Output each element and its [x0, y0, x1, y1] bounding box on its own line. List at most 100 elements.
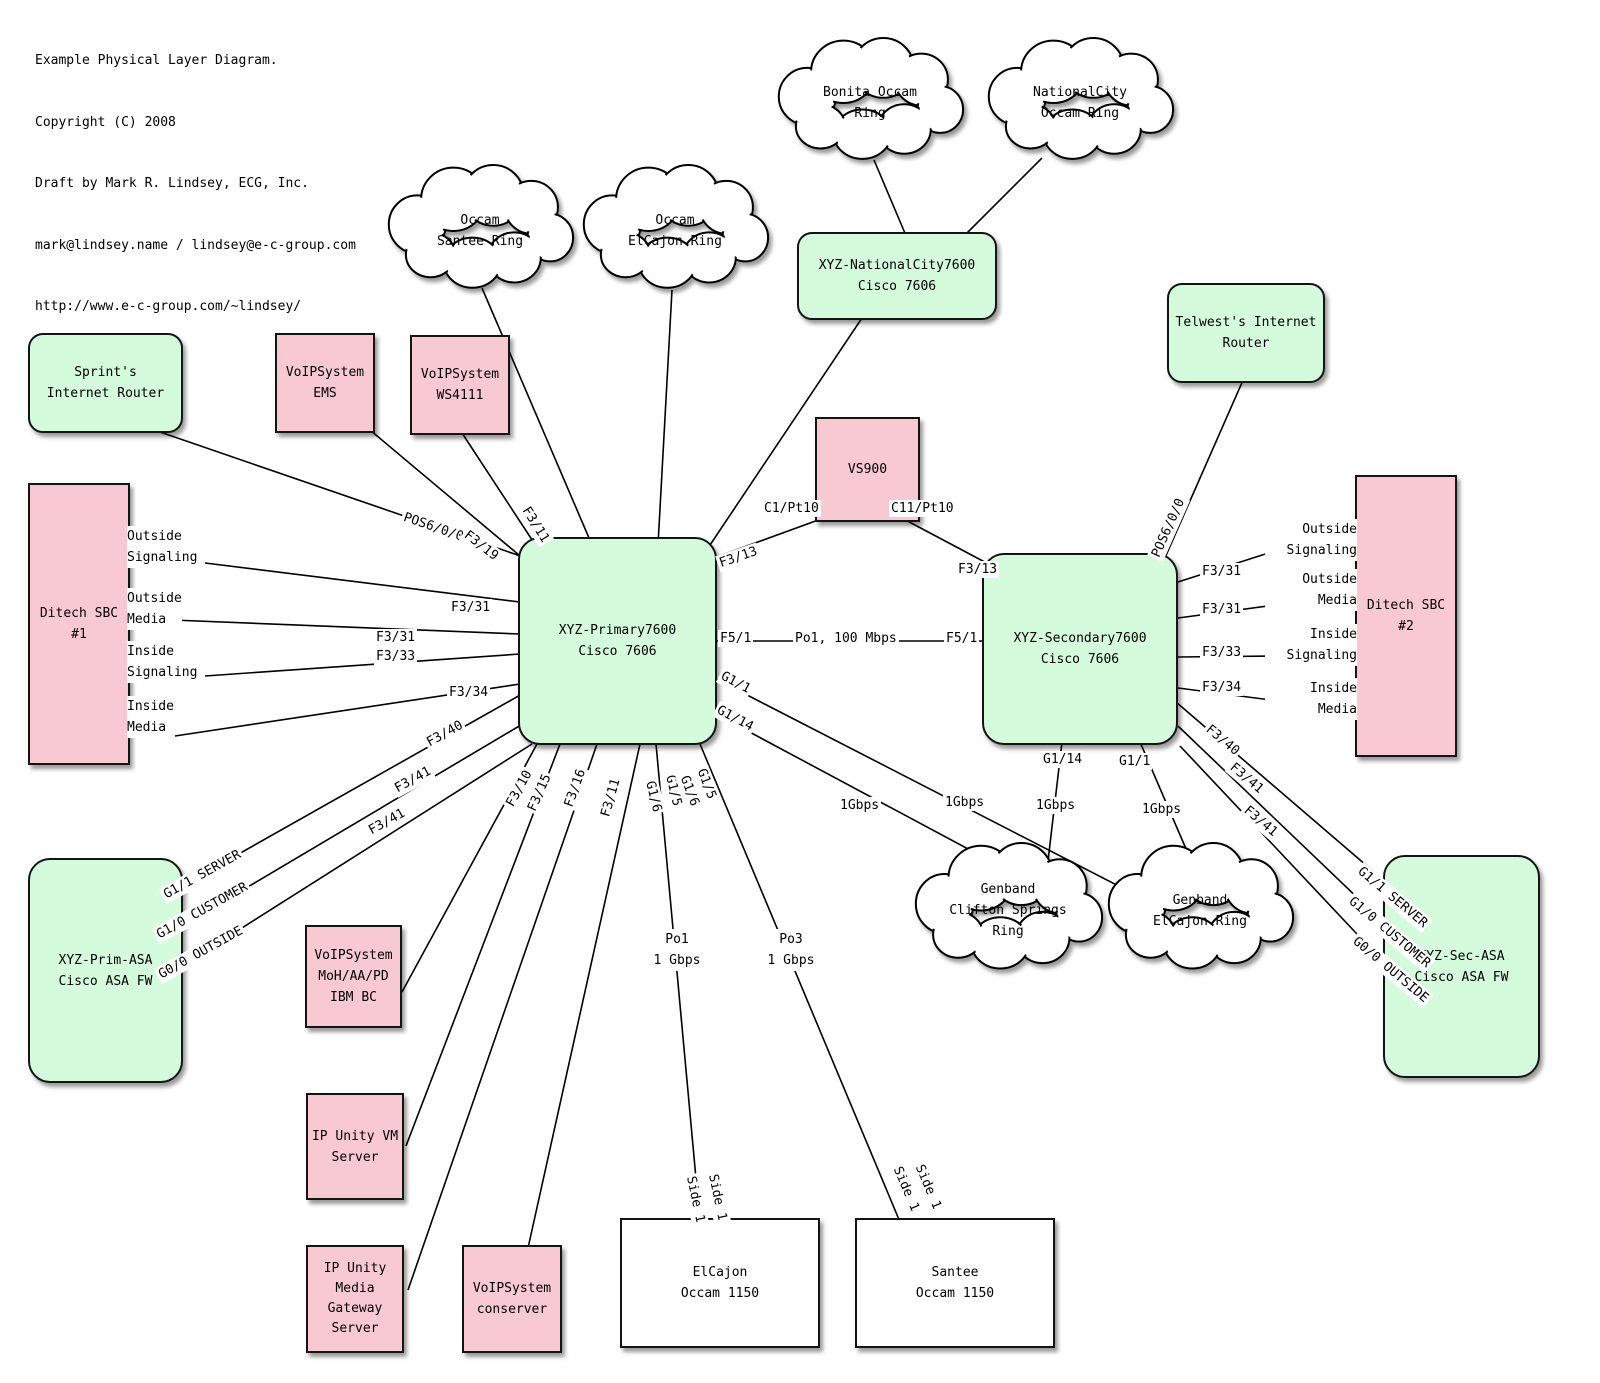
node-label: Cisco 7606 — [857, 279, 937, 294]
link-label-g1-14-secondary: G1/14 — [1041, 751, 1085, 768]
node-label: Telwest's Internet — [1175, 315, 1317, 330]
node-label: XYZ-Secondary7600 — [1013, 631, 1147, 646]
node-voipsystem-conserver: VoIPSystem conserver — [462, 1245, 562, 1353]
link-label-g1-1-secondary: G1/1 — [1117, 753, 1153, 770]
cloud-label: Occam — [655, 213, 695, 228]
node-label: Cisco ASA FW — [58, 973, 153, 989]
cloud-label: NationalCity — [1033, 85, 1127, 100]
diagram-title-block: Example Physical Layer Diagram. Copyrigh… — [35, 10, 356, 359]
node-label: XYZ-NationalCity7600 — [818, 258, 976, 273]
link-label-f3-31-sbc2: F3/31 — [1200, 563, 1244, 580]
cloud-bonita-occam-ring: Bonita Occam Ring — [775, 38, 965, 168]
link-label-f3-31-sbc1: F3/31 — [449, 599, 493, 616]
cloud-label: Ring — [992, 924, 1024, 939]
node-label: Gateway — [327, 1301, 383, 1316]
link-label-1gbps: 1Gbps — [1140, 801, 1184, 818]
node-elcajon-occam-1150: ElCajon Occam 1150 — [620, 1218, 820, 1348]
node-label: Internet Router — [46, 386, 165, 401]
cloud-nationalcity-occam-ring: NationalCity Occam Ring — [985, 38, 1175, 168]
node-xyz-sec-asa: XYZ-Sec-ASA Cisco ASA FW — [1383, 855, 1540, 1078]
node-voipsystem-moh-aa-pd: VoIPSystem MoH/AA/PD IBM BC — [305, 925, 402, 1028]
node-label: Santee — [931, 1265, 979, 1280]
title-line: Example Physical Layer Diagram. — [35, 53, 278, 68]
link-label-f3-34-sbc2: F3/34 — [1200, 679, 1244, 696]
node-label: Cisco ASA FW — [1414, 969, 1509, 985]
node-label: IP Unity — [323, 1261, 387, 1276]
node-ditech-sbc-2: Ditech SBC #2 — [1355, 475, 1457, 757]
cloud-label: ElCajon Ring — [628, 234, 722, 249]
node-label: Server — [331, 1149, 379, 1165]
link-label-c11-pt10: C11/Pt10 — [889, 500, 956, 517]
node-label: Sprint's — [74, 365, 137, 380]
node-label: #1 — [71, 627, 87, 642]
cloud-label: Occam Ring — [1040, 106, 1120, 121]
link-label-f5-1-primary: F5/1 — [718, 630, 754, 647]
node-label: Router — [1222, 336, 1270, 351]
cloud-label: Bonita Occam — [823, 85, 917, 100]
node-label: VoIPSystem — [472, 1281, 552, 1296]
node-santee-occam-1150: Santee Occam 1150 — [855, 1218, 1055, 1348]
node-label: VoIPSystem — [285, 365, 365, 380]
link-label-po1-100mbps: Po1, 100 Mbps — [793, 630, 899, 647]
node-label: Media — [335, 1281, 375, 1296]
title-line: Copyright (C) 2008 — [35, 114, 176, 130]
link-label-f5-1-secondary: F5/1 — [944, 630, 980, 647]
node-label: WS4111 — [436, 388, 484, 403]
node-label: EMS — [313, 386, 337, 401]
node-label: XYZ-Primary7600 — [558, 623, 677, 638]
node-label: XYZ-Sec-ASA — [1418, 948, 1505, 964]
node-label: VoIPSystem — [314, 948, 393, 963]
node-label: ElCajon — [692, 1265, 748, 1280]
node-label: IP Unity VM — [311, 1128, 399, 1144]
link-label-c1-pt10: C1/Pt10 — [762, 500, 821, 517]
link-label-1gbps: 1Gbps — [943, 794, 987, 811]
node-label: Cisco 7606 — [1040, 652, 1120, 667]
link-label-1gbps: 1Gbps — [1034, 797, 1078, 814]
node-label: Server — [331, 1321, 379, 1336]
link-label-f3-31-sbc1: F3/31 — [374, 629, 418, 646]
cloud-label: ElCajon Ring — [1153, 913, 1247, 929]
link-label-1gbps: 1Gbps — [838, 797, 882, 814]
cloud-genband-elcajon-ring: Genband ElCajon Ring — [1105, 843, 1295, 978]
node-label: Occam 1150 — [915, 1286, 995, 1301]
node-label: Ditech SBC — [39, 606, 119, 621]
title-line: Draft by Mark R. Lindsey, ECG, Inc. — [35, 176, 309, 191]
cloud-label: Santee Ring — [436, 234, 524, 249]
node-telwest-internet-router: Telwest's Internet Router — [1167, 283, 1325, 383]
cloud-occam-elcajon-ring: Occam ElCajon Ring — [580, 165, 770, 297]
link-label-f3-31-sbc2: F3/31 — [1200, 601, 1244, 618]
node-xyz-primary7600: XYZ-Primary7600 Cisco 7606 — [518, 537, 717, 745]
cloud-label: Occam — [460, 213, 500, 228]
node-voipsystem-ems: VoIPSystem EMS — [275, 333, 375, 433]
node-label: conserver — [476, 1302, 548, 1317]
cloud-genband-clifton-springs-ring: Genband Clifton Springs Ring — [912, 843, 1104, 978]
link-label-f3-34-sbc1: F3/34 — [447, 684, 491, 701]
cloud-label: Clifton Springs — [949, 903, 1067, 918]
node-ip-unity-media-gateway-server: IP Unity Media Gateway Server — [306, 1245, 404, 1353]
title-line: mark@lindsey.name / lindsey@e-c-group.co… — [35, 237, 356, 253]
cloud-occam-santee-ring: Occam Santee Ring — [385, 165, 575, 297]
link-label-f3-33-sbc1: F3/33 — [374, 648, 418, 665]
node-label: XYZ-Prim-ASA — [58, 952, 153, 968]
node-label: Ditech SBC — [1366, 598, 1446, 613]
link-label-f3-13-secondary: F3/13 — [956, 561, 1000, 578]
node-xyz-secondary7600: XYZ-Secondary7600 Cisco 7606 — [982, 553, 1178, 745]
cloud-label: Genband — [980, 882, 1036, 897]
node-sprint-internet-router: Sprint's Internet Router — [28, 333, 183, 433]
node-xyz-nationalcity7600: XYZ-NationalCity7600 Cisco 7606 — [797, 232, 997, 320]
node-label: VS900 — [847, 462, 888, 477]
node-label: Cisco 7606 — [578, 644, 657, 659]
node-ditech-sbc-1: Ditech SBC #1 — [28, 483, 130, 765]
link-label-f3-33-sbc2: F3/33 — [1200, 644, 1244, 661]
